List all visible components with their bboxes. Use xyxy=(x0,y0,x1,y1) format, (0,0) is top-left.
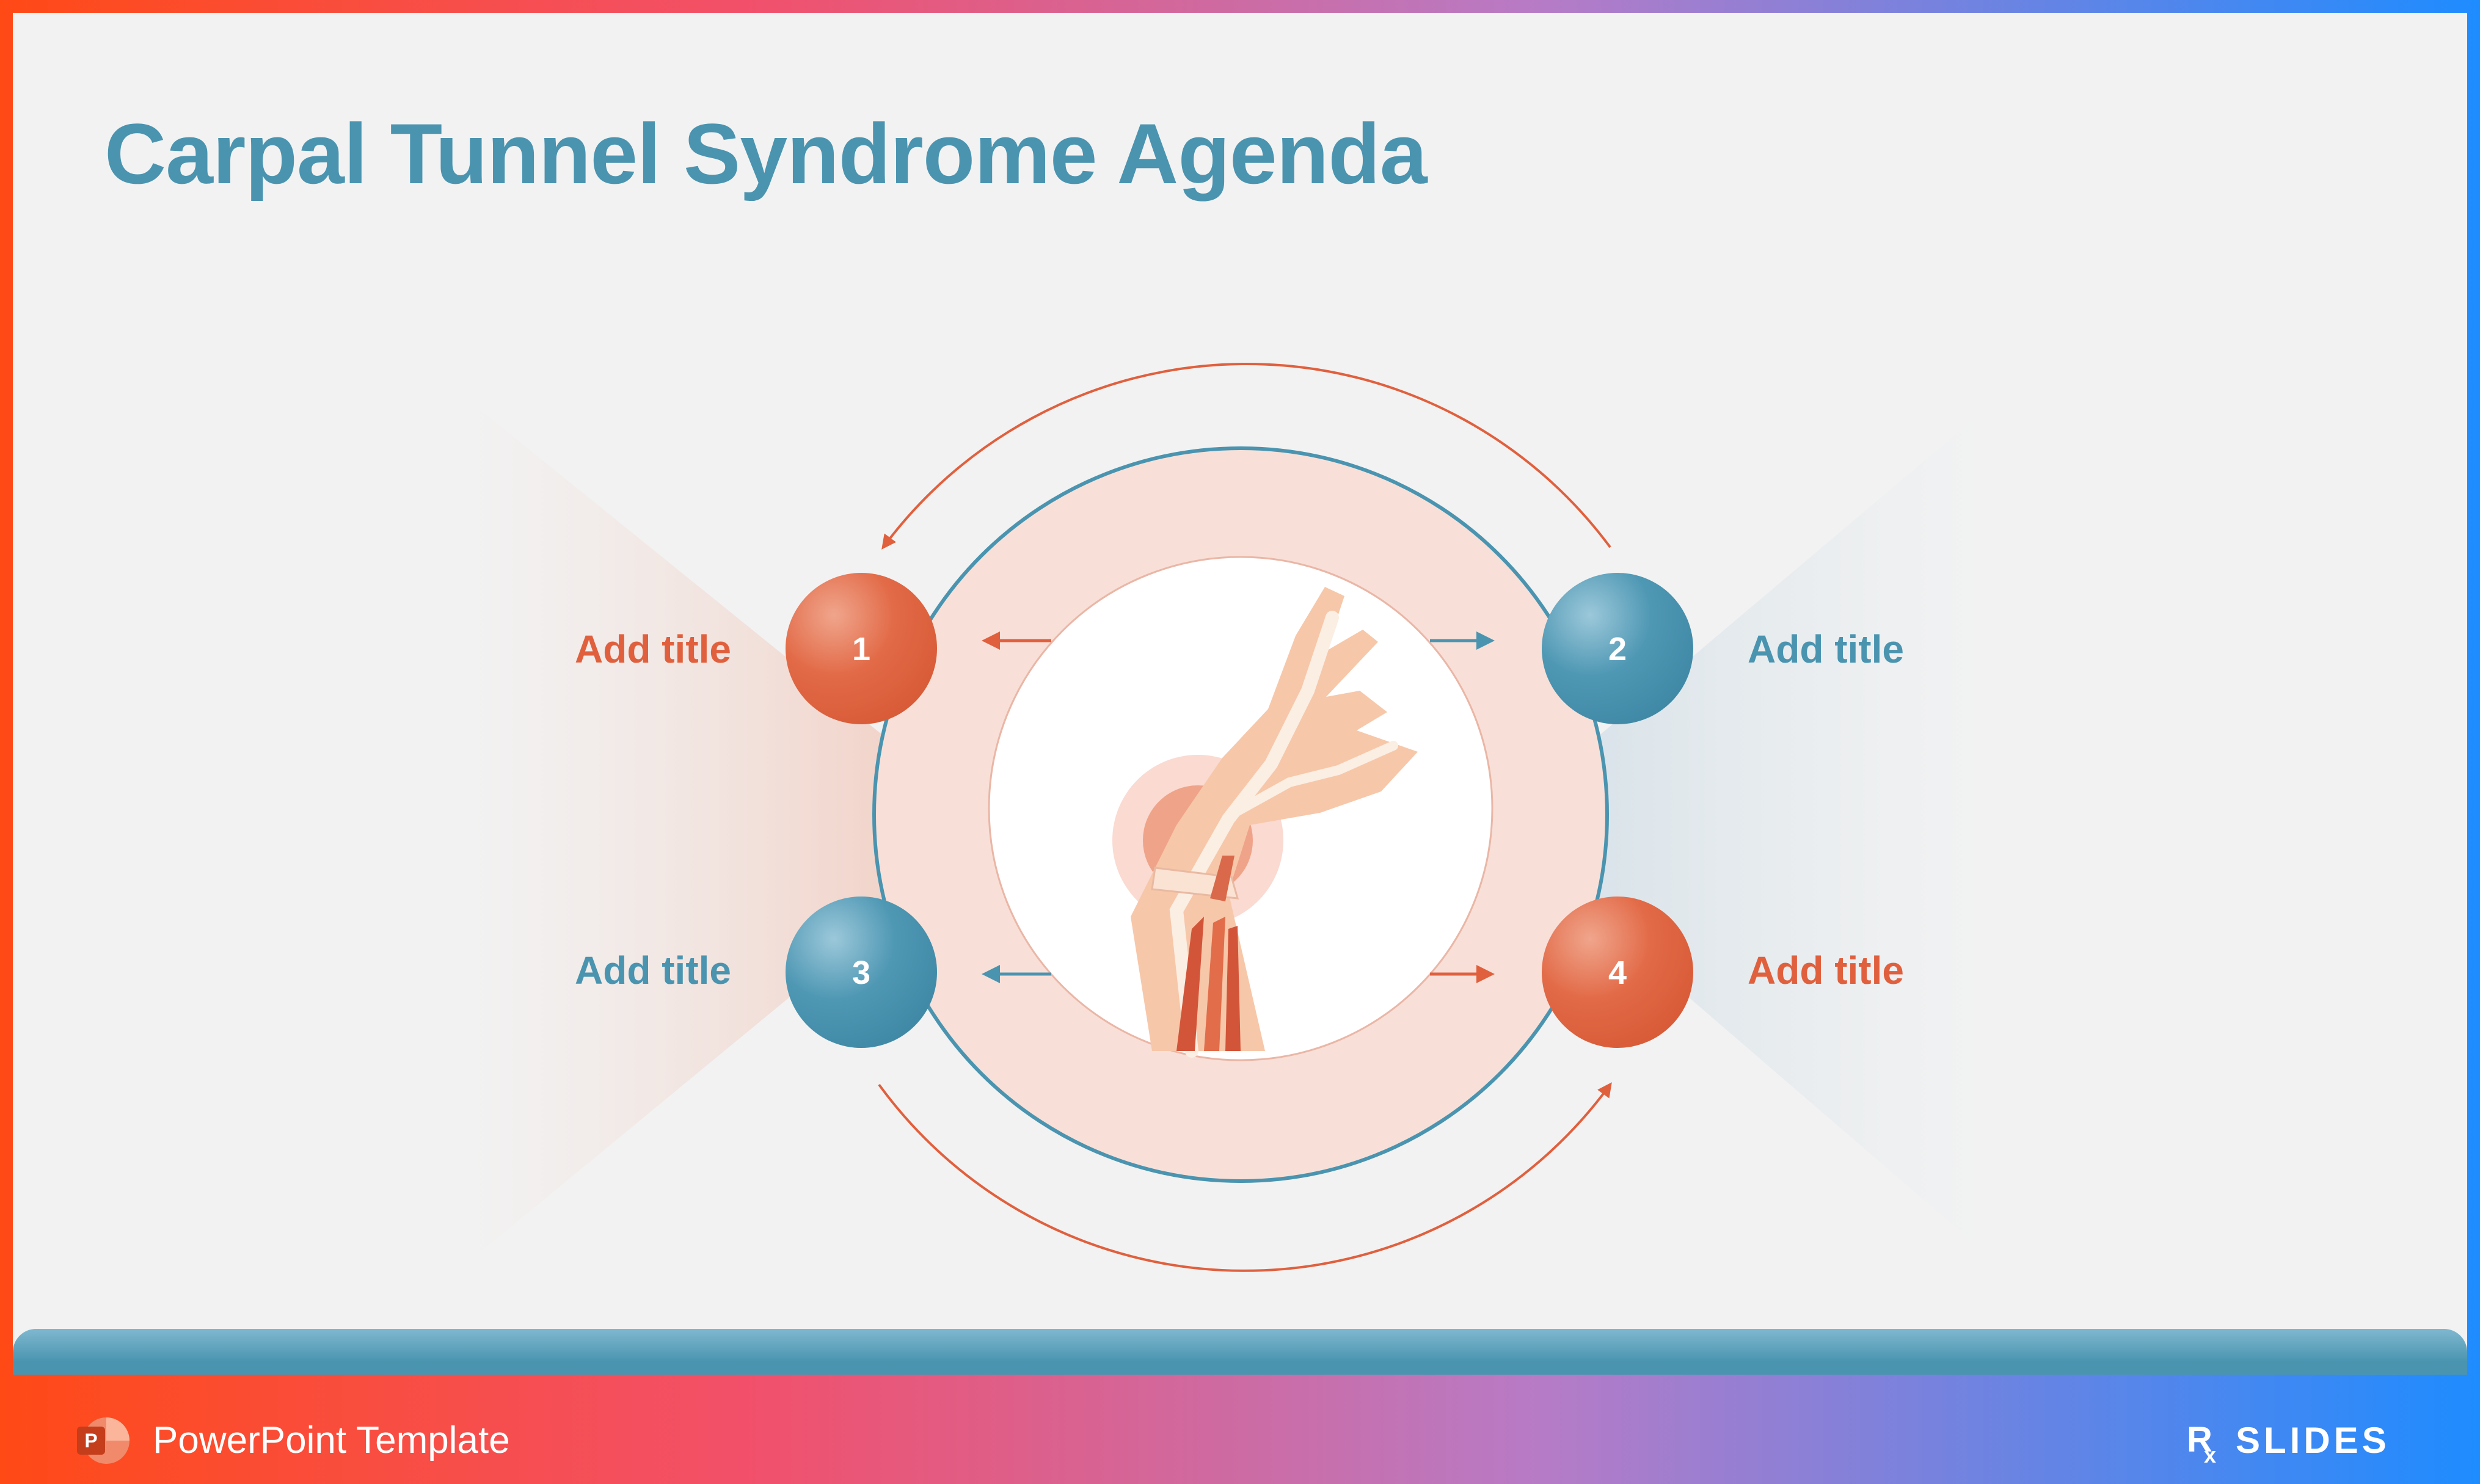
agenda-node-3[interactable]: 3 xyxy=(786,897,937,1048)
slide: Carpal Tunnel Syndrome Agenda xyxy=(13,13,2467,1375)
agenda-diagram: 1 2 3 4 Add title Add title Add title Ad… xyxy=(13,13,2467,1375)
bottom-strip: P PowerPoint Template R x SLIDES xyxy=(0,1395,2480,1484)
item-title-3[interactable]: Add title xyxy=(575,948,731,992)
rxslides-logo: R x SLIDES xyxy=(2187,1414,2419,1469)
node-number-3: 3 xyxy=(852,955,870,991)
footer-bar xyxy=(13,1329,2467,1375)
item-title-4[interactable]: Add title xyxy=(1748,948,1904,992)
svg-text:x: x xyxy=(2204,1442,2216,1468)
node-number-2: 2 xyxy=(1608,631,1627,667)
node-number-4: 4 xyxy=(1608,955,1627,991)
item-title-2[interactable]: Add title xyxy=(1748,627,1904,671)
item-title-1[interactable]: Add title xyxy=(575,627,731,671)
footer-label: PowerPoint Template xyxy=(153,1419,510,1462)
node-number-1: 1 xyxy=(852,631,870,667)
svg-text:P: P xyxy=(84,1430,97,1452)
brand-text: SLIDES xyxy=(2236,1420,2390,1461)
agenda-node-4[interactable]: 4 xyxy=(1542,897,1693,1048)
agenda-node-1[interactable]: 1 xyxy=(786,573,937,724)
powerpoint-icon: P xyxy=(75,1413,129,1468)
agenda-node-2[interactable]: 2 xyxy=(1542,573,1693,724)
